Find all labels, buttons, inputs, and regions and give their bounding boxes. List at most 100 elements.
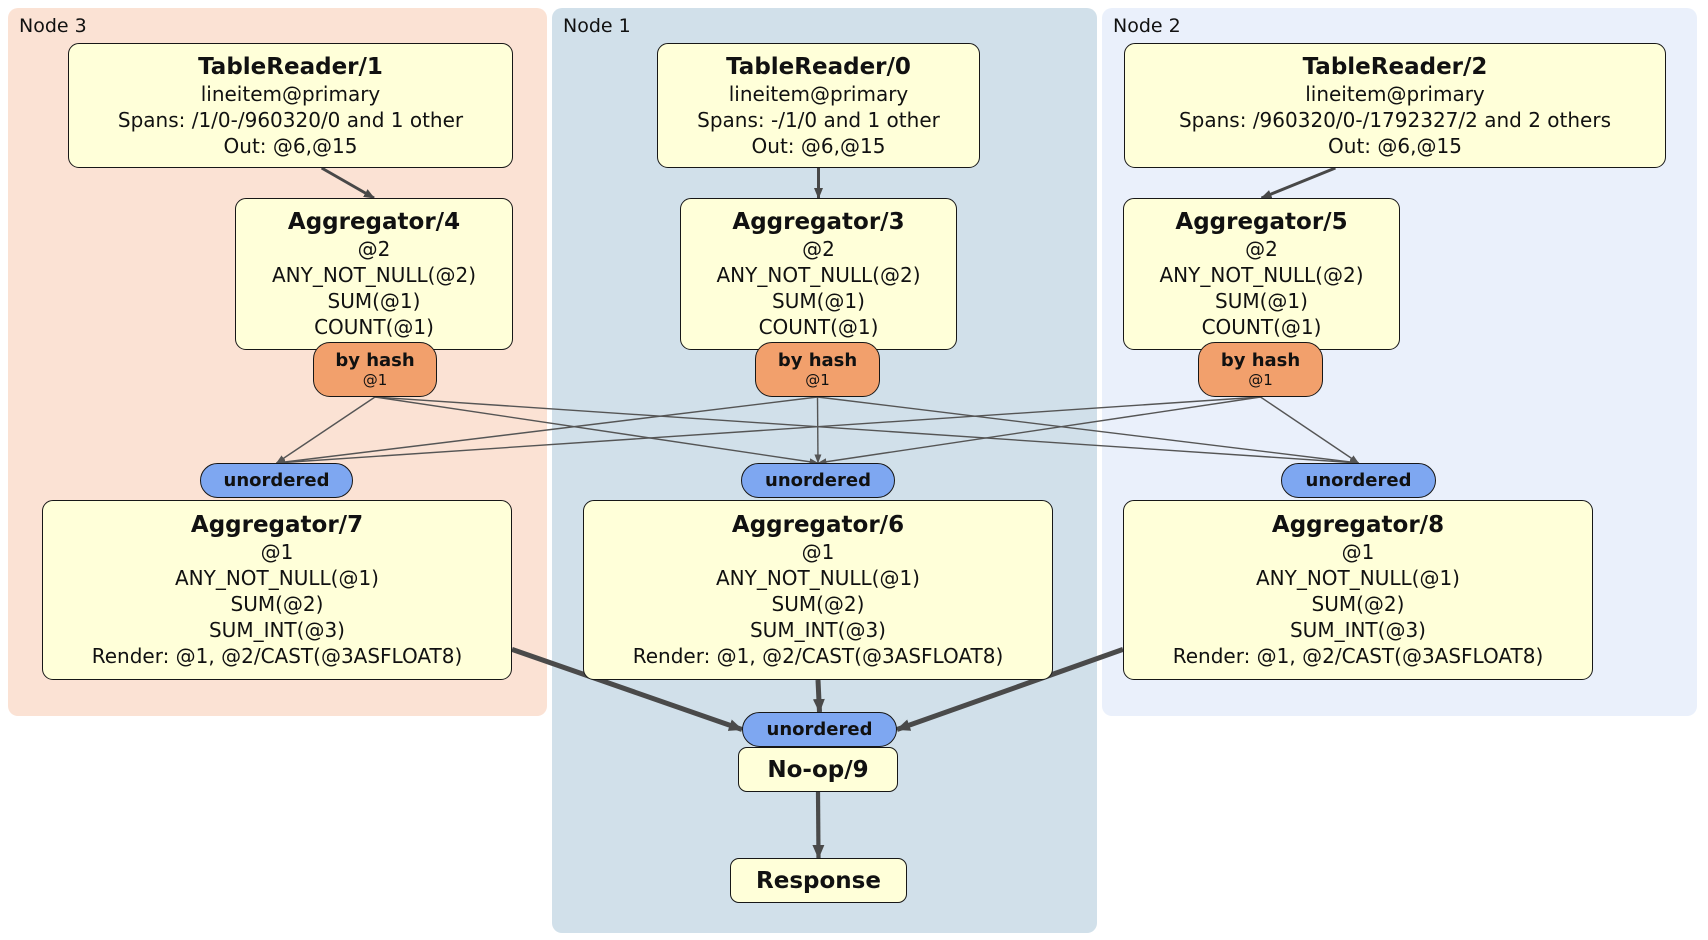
group-node3-label: Node 3 [19,15,87,37]
processor-detail-line: Spans: -/1/0 and 1 other [697,107,940,132]
processor-detail-line: SUM(@1) [327,289,421,313]
processor-detail-line: SUM(@2) [230,592,324,616]
router-by-hash-4: by hash @1 [313,342,437,397]
processor-title: No-op/9 [767,756,869,783]
processor-detail-line: Out: @6,@15 [1328,133,1462,158]
processor-noop-9: No-op/9 [738,747,898,792]
processor-detail-line: Out: @6,@15 [223,133,358,158]
processor-detail-line: COUNT(@1) [1201,315,1322,339]
edge-hash3-to-sync6 [814,396,822,464]
sync-unordered-6: unordered [741,463,895,498]
router-label: by hash [777,350,858,371]
sync-unordered-9: unordered [742,712,897,747]
edge-hash4-to-sync6 [374,396,819,466]
processor-title: Aggregator/7 [190,512,364,538]
processor-title: Aggregator/8 [1271,512,1445,538]
edge-agg6-to-sync9 [812,679,825,713]
processor-detail-line: ANY_NOT_NULL(@1) [715,566,920,590]
processor-detail-line: lineitem@primary [1305,81,1485,106]
router-label: by hash [1220,350,1301,371]
edge-hash5-to-sync8 [1260,396,1359,464]
edge-noop-to-response [812,791,825,859]
processor-title: Aggregator/3 [732,209,905,235]
processor-detail-line: Render: @1, @2/CAST(@3ASFLOAT8) [1172,644,1544,668]
router-by-hash-5: by hash @1 [1198,342,1323,397]
sync-label: unordered [1305,469,1412,491]
processor-title: Aggregator/4 [287,209,461,235]
processor-detail-line: ANY_NOT_NULL(@1) [174,566,379,590]
group-node2-label: Node 2 [1113,15,1181,37]
processor-title: TableReader/1 [198,53,383,80]
processor-detail-line: SUM_INT(@3) [749,618,886,642]
processor-detail-line: @1 [260,540,294,564]
edge-hash5-to-sync7 [276,396,1261,466]
processor-detail-line: SUM(@1) [772,289,865,313]
processor-detail-line: ANY_NOT_NULL(@2) [272,263,476,287]
processor-detail-line: COUNT(@1) [314,315,434,339]
edge-hash3-to-sync8 [817,396,1359,466]
processor-title: Aggregator/5 [1175,209,1348,235]
processor-title: TableReader/0 [726,53,911,80]
processor-detail-line: SUM(@1) [1215,289,1308,313]
processor-detail-line: @1 [1341,540,1375,564]
processor-detail-line: lineitem@primary [200,81,381,106]
edge-tr1-to-agg4 [320,166,375,200]
edge-hash3-to-sync7 [276,396,818,466]
edge-hash4-to-sync7 [276,396,376,464]
processor-detail-line: Spans: /960320/0-/1792327/2 and 2 others [1178,107,1611,132]
processor-detail-line: Render: @1, @2/CAST(@3ASFLOAT8) [91,644,463,668]
sync-label: unordered [223,469,330,491]
processor-detail-line: Render: @1, @2/CAST(@3ASFLOAT8) [632,644,1004,668]
edge-tr2-to-agg5 [1260,166,1336,200]
processor-detail-line: @1 [801,540,835,564]
router-by-hash-3: by hash @1 [755,342,880,397]
processor-title: Aggregator/6 [731,512,905,538]
edge-hash4-to-sync8 [374,396,1359,466]
processor-detail-line: SUM_INT(@3) [208,618,345,642]
sync-unordered-7: unordered [200,463,353,498]
router-columns: @1 [1248,371,1273,389]
processor-detail-line: lineitem@primary [728,81,909,106]
router-label: by hash [335,350,415,371]
router-columns: @1 [805,371,830,389]
processor-title: Response [756,867,881,894]
processor-detail-line: @2 [1245,237,1278,261]
processor-detail-line: ANY_NOT_NULL(@1) [1255,566,1460,590]
response-node: Response [730,858,907,903]
processor-detail-line: Spans: /1/0-/960320/0 and 1 other [117,107,464,132]
processor-detail-line: COUNT(@1) [758,315,879,339]
group-node1-label: Node 1 [563,15,631,37]
router-columns: @1 [362,371,388,389]
edge-hash5-to-sync6 [817,396,1261,466]
sync-label: unordered [765,469,871,491]
processor-detail-line: SUM(@2) [1311,592,1405,616]
processor-detail-line: Out: @6,@15 [751,133,886,158]
processor-detail-line: @2 [357,237,391,261]
processor-detail-line: ANY_NOT_NULL(@2) [716,263,921,287]
edge-agg7-to-sync9 [511,647,743,732]
sync-unordered-8: unordered [1281,463,1436,498]
edge-agg8-to-sync9 [896,647,1124,732]
sync-label: unordered [766,718,873,740]
processor-title: TableReader/2 [1302,53,1488,80]
